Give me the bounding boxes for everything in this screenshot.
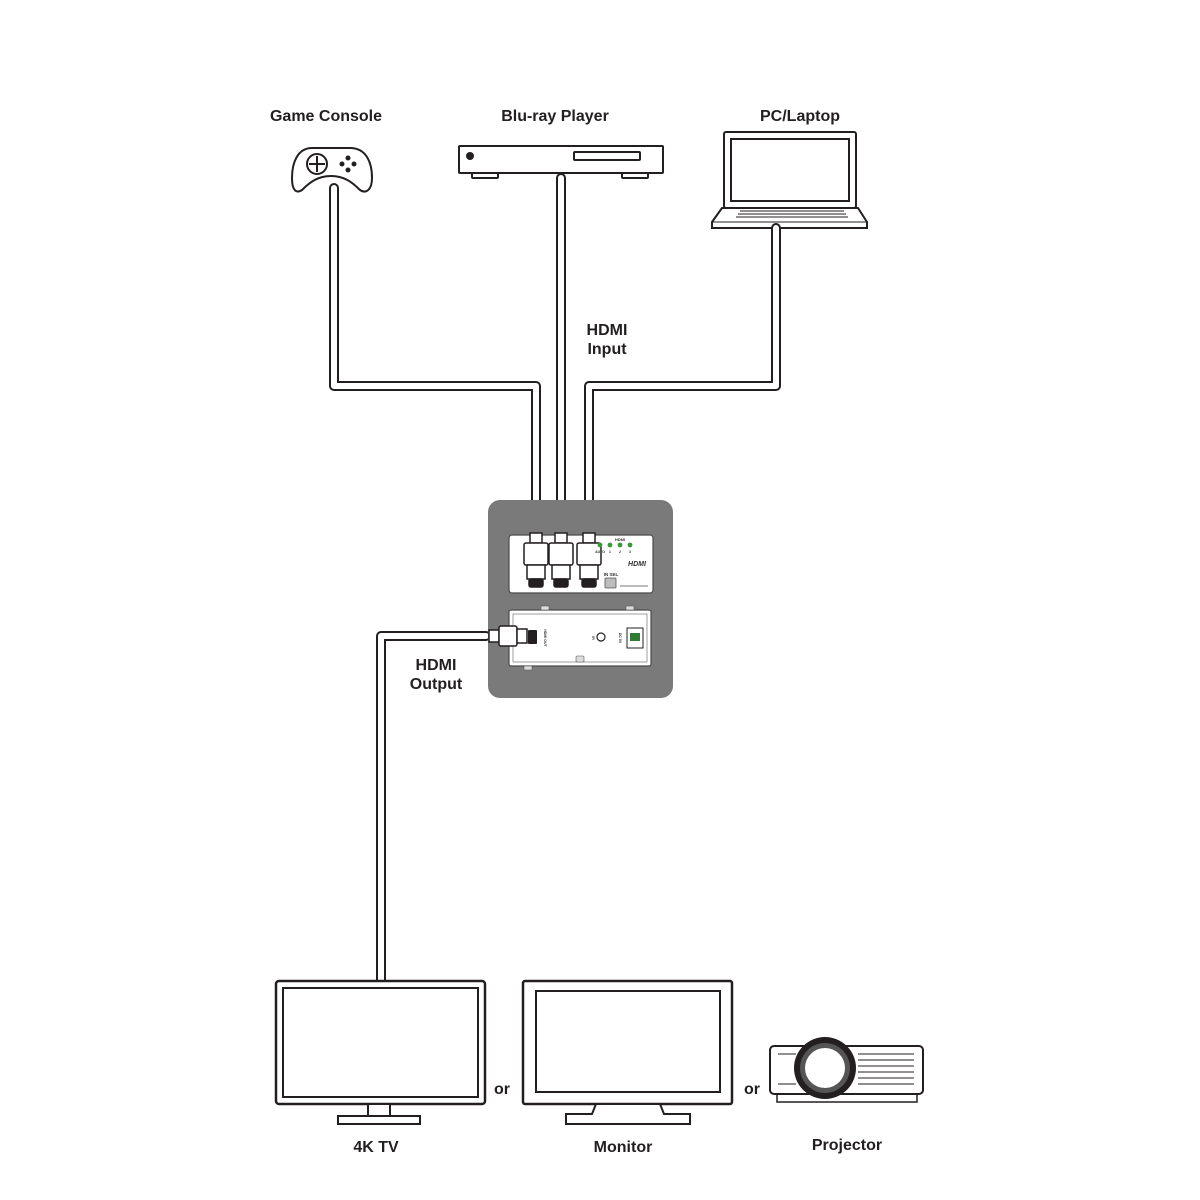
- hdmi-plug-3: [576, 532, 602, 588]
- switch-rear-panel: HDMI OUT IR DC 5V: [488, 605, 652, 671]
- led-auto: [597, 542, 603, 548]
- led-label-2: 2: [619, 550, 621, 554]
- led-3: [627, 542, 633, 548]
- hdmi-plug-2: [548, 532, 574, 588]
- dc-terminal-block: [630, 633, 640, 641]
- switch-front-panel: HDMI AUTO 1 2 3 HDMI IN SEL: [508, 532, 654, 594]
- led-header-label: HDMI: [615, 537, 625, 542]
- rear-ir-label: IR: [591, 636, 595, 640]
- bluray-player-label: Blu-ray Player: [501, 108, 609, 125]
- rear-hdmi-out-label: HDMI OUT: [543, 629, 547, 647]
- hdmi-input-cables: [329, 173, 781, 985]
- game-console-label: Game Console: [270, 108, 382, 125]
- projector-icon: [769, 1037, 924, 1103]
- or-label-1: or: [494, 1081, 510, 1098]
- led-1: [607, 542, 613, 548]
- led-label-3: 3: [629, 550, 631, 554]
- led-2: [617, 542, 623, 548]
- rear-dc-label: DC 5V: [618, 633, 622, 644]
- monitor-icon: [521, 979, 734, 1125]
- led-label-1: 1: [609, 550, 611, 554]
- led-label-auto: AUTO: [595, 550, 605, 554]
- hdmi-output-label-line1: HDMI: [416, 657, 457, 674]
- game-controller-icon: [290, 147, 374, 193]
- hdmi-input-label-line2: Input: [587, 341, 627, 358]
- tv-label: 4K TV: [353, 1139, 399, 1156]
- hdmi-out-port: [528, 630, 537, 644]
- hdmi-output-label-line2: Output: [410, 676, 463, 693]
- or-label-2: or: [744, 1081, 760, 1098]
- hdmi-plug-1: [523, 532, 549, 588]
- input-select-button[interactable]: [604, 577, 617, 589]
- laptop-icon: [711, 131, 868, 229]
- ir-jack: [596, 632, 606, 642]
- hdmi-input-label-line1: HDMI: [587, 322, 628, 339]
- projector-label: Projector: [812, 1137, 882, 1154]
- monitor-label: Monitor: [594, 1139, 653, 1156]
- in-sel-label: IN SEL: [604, 572, 619, 577]
- pc-laptop-label: PC/Laptop: [760, 108, 840, 125]
- hdmi-switch-wall-plate: HDMI AUTO 1 2 3 HDMI IN SEL HDMI OUT: [488, 500, 673, 698]
- hdmi-brand-logo: HDMI: [628, 561, 647, 568]
- tv-icon: [274, 979, 487, 1125]
- hdmi-output-plug: [488, 625, 528, 647]
